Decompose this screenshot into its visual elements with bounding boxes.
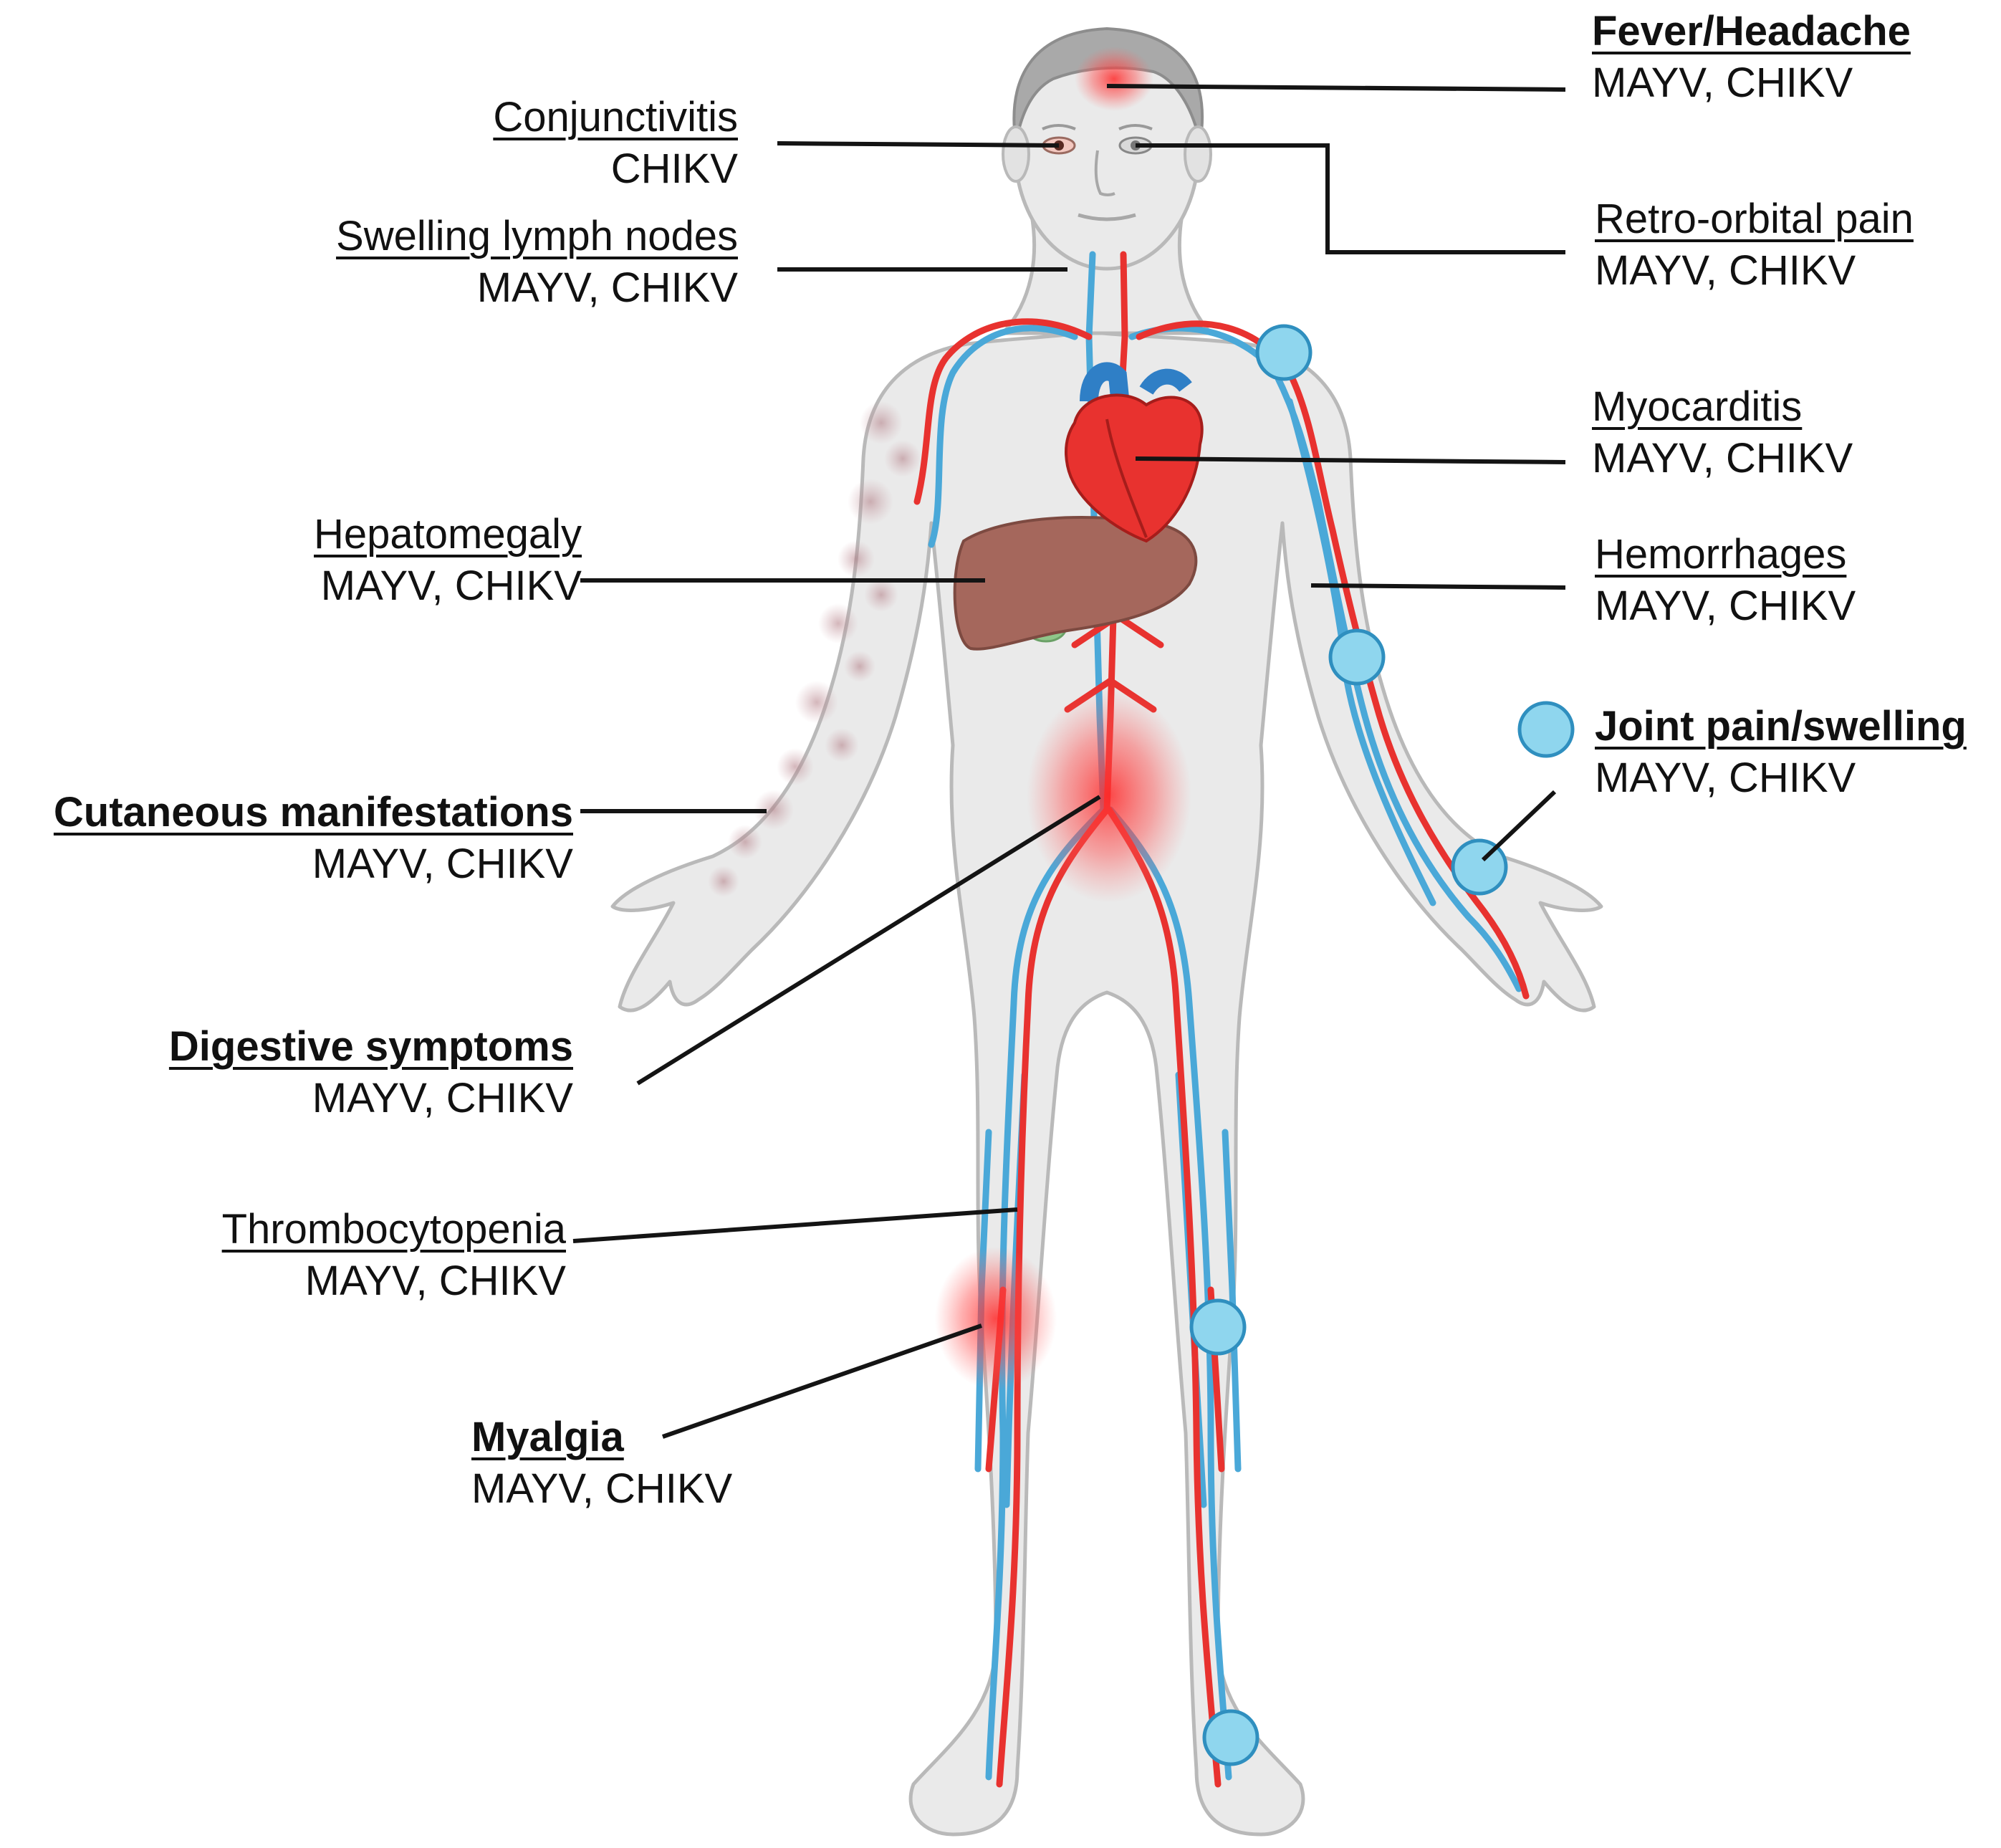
- right-ear: [1184, 125, 1212, 183]
- joint-marker-shoulder: [1255, 324, 1313, 381]
- joint-markers: [1189, 324, 1575, 1766]
- label-myalgia: Myalgia MAYV, CHIKV: [471, 1412, 732, 1515]
- label-retro-orbital-pain-viruses: MAYV, CHIKV: [1595, 247, 1856, 294]
- label-hepatomegaly-title: Hepatomegaly: [314, 511, 582, 557]
- label-swelling-lymph-nodes-viruses: MAYV, CHIKV: [476, 264, 738, 311]
- label-cutaneous-manifestations-title: Cutaneous manifestations: [53, 789, 573, 836]
- label-retro-orbital-pain-title: Retro-orbital pain: [1595, 196, 1914, 242]
- label-swelling-lymph-nodes-title: Swelling lymph nodes: [336, 213, 738, 259]
- label-myocarditis-title: Myocarditis: [1592, 383, 1803, 430]
- label-cutaneous-manifestations-viruses: MAYV, CHIKV: [312, 841, 573, 887]
- label-joint-pain-swelling-title: Joint pain/swelling: [1595, 703, 1967, 750]
- label-digestive-symptoms-title: Digestive symptoms: [168, 1023, 573, 1070]
- leader-thrombocytopenia: [572, 1207, 1018, 1243]
- label-swelling-lymph-nodes: Swelling lymph nodes MAYV, CHIKV: [336, 211, 738, 314]
- label-myocarditis-viruses: MAYV, CHIKV: [1592, 435, 1853, 482]
- label-hepatomegaly-viruses: MAYV, CHIKV: [320, 562, 582, 609]
- joint-marker-legend: [1517, 701, 1575, 758]
- leader-fever: [1106, 84, 1566, 92]
- label-conjunctivitis-title: Conjunctivitis: [493, 94, 738, 140]
- leader-joint: [1481, 790, 1557, 862]
- label-joint-pain-swelling: Joint pain/swelling MAYV, CHIKV: [1595, 701, 1967, 804]
- label-digestive-symptoms-viruses: MAYV, CHIKV: [312, 1075, 573, 1121]
- fever-glow: [1075, 47, 1153, 111]
- left-ear: [1002, 125, 1030, 183]
- label-conjunctivitis-viruses: CHIKV: [610, 145, 738, 192]
- liver: [953, 516, 1198, 651]
- joint-marker-wrist: [1451, 838, 1508, 896]
- leader-retro-orbital: [1136, 143, 1565, 254]
- label-hemorrhages: Hemorrhages MAYV, CHIKV: [1595, 529, 1856, 632]
- leader-digestive: [636, 795, 1101, 1086]
- label-fever-headache-title: Fever/Headache: [1592, 8, 1911, 54]
- leader-myalgia: [662, 1323, 982, 1439]
- label-myalgia-viruses: MAYV, CHIKV: [471, 1465, 733, 1512]
- label-thrombocytopenia-title: Thrombocytopenia: [221, 1206, 566, 1253]
- leader-lines: [572, 84, 1566, 1439]
- label-cutaneous-manifestations: Cutaneous manifestations MAYV, CHIKV: [54, 787, 573, 890]
- leader-hemorrhages: [1310, 583, 1566, 590]
- heart: [1065, 362, 1204, 543]
- myalgia-glow: [935, 1247, 1057, 1390]
- label-fever-headache: Fever/Headache MAYV, CHIKV: [1592, 6, 1911, 109]
- digestive-glow: [1027, 688, 1191, 903]
- label-hepatomegaly: Hepatomegaly MAYV, CHIKV: [314, 509, 582, 612]
- label-conjunctivitis: Conjunctivitis CHIKV: [493, 92, 738, 195]
- rash-spots: [708, 401, 921, 897]
- label-joint-pain-swelling-viruses: MAYV, CHIKV: [1595, 755, 1856, 801]
- label-thrombocytopenia: Thrombocytopenia MAYV, CHIKV: [222, 1204, 566, 1307]
- label-hemorrhages-title: Hemorrhages: [1595, 531, 1847, 578]
- label-retro-orbital-pain: Retro-orbital pain MAYV, CHIKV: [1595, 193, 1914, 297]
- leader-myocarditis: [1135, 456, 1566, 464]
- label-myalgia-title: Myalgia: [471, 1414, 624, 1460]
- joint-marker-ankle: [1202, 1709, 1259, 1766]
- joint-marker-knee: [1189, 1298, 1247, 1356]
- leader-conjunctivitis: [777, 141, 1060, 148]
- label-fever-headache-viruses: MAYV, CHIKV: [1592, 59, 1853, 106]
- label-thrombocytopenia-viruses: MAYV, CHIKV: [304, 1258, 566, 1304]
- label-myocarditis: Myocarditis MAYV, CHIKV: [1592, 381, 1853, 484]
- label-digestive-symptoms: Digestive symptoms MAYV, CHIKV: [169, 1021, 573, 1124]
- joint-marker-elbow: [1328, 628, 1386, 686]
- label-hemorrhages-viruses: MAYV, CHIKV: [1595, 583, 1856, 629]
